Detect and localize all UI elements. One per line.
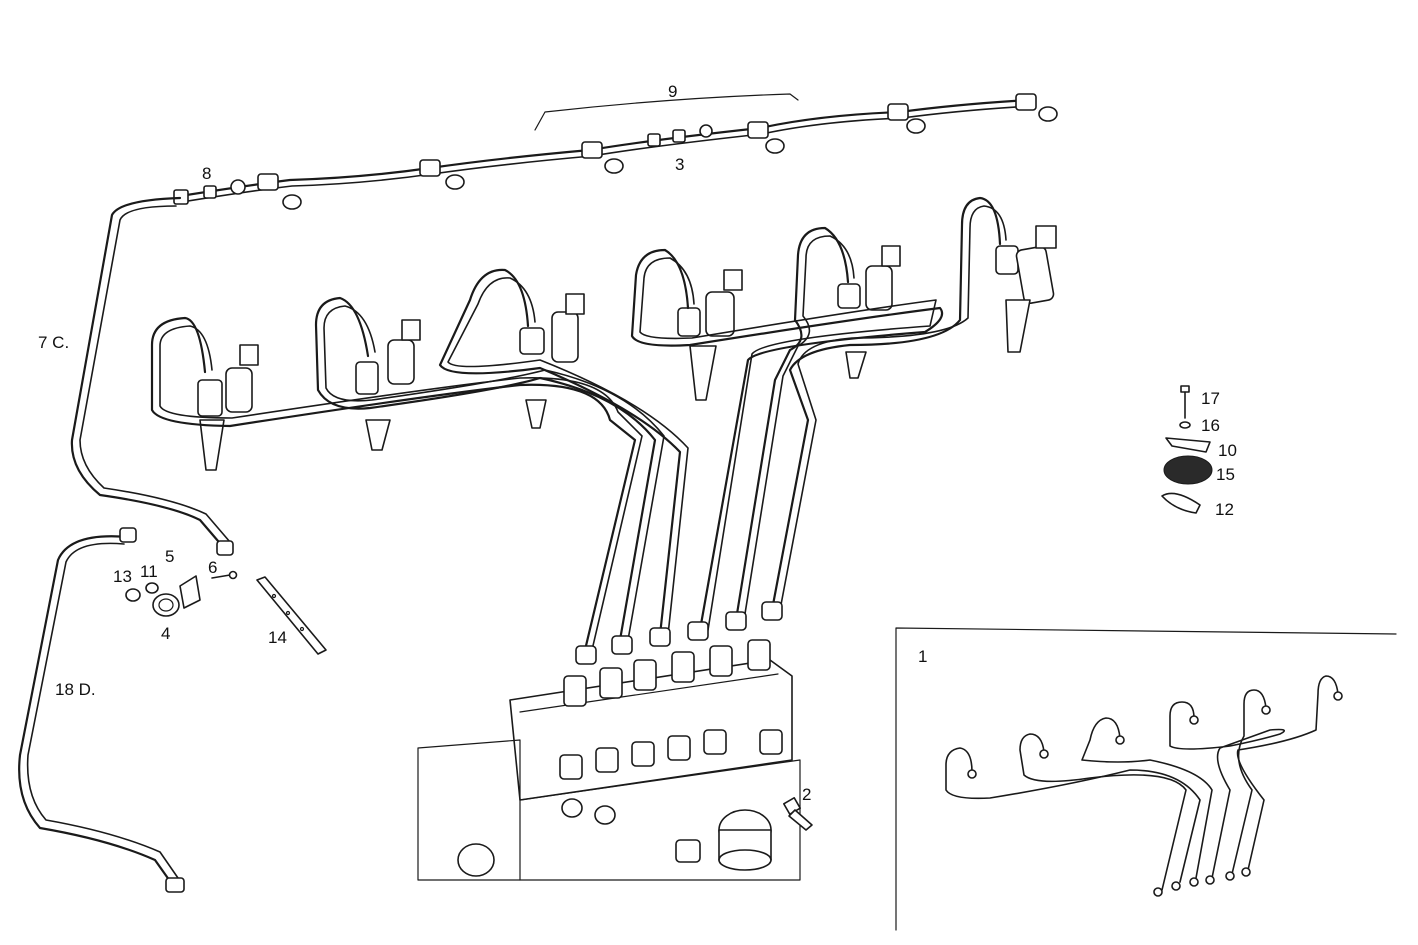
callout-9: 9: [668, 82, 677, 101]
injection-lines: [150, 196, 1007, 665]
callout-12: 12: [1215, 500, 1234, 519]
washer-11: [145, 582, 159, 594]
return-pipe-7c: [70, 196, 226, 550]
callout-18d: 18 D.: [55, 680, 96, 699]
banjo-fitting: [419, 159, 465, 190]
callout-4: 4: [161, 624, 170, 643]
callout-8: 8: [202, 164, 211, 183]
washer-16: [1179, 421, 1191, 429]
screw-17: [1180, 385, 1190, 419]
injection-pump: [417, 639, 801, 881]
pipe-nut: [165, 877, 185, 893]
callout-6: 6: [208, 558, 217, 577]
callout-3: 3: [675, 155, 684, 174]
leader-9: [534, 93, 799, 131]
callout-13: 13: [113, 567, 132, 586]
inset-assembly-1: [895, 627, 1397, 931]
callout-11: 11: [140, 562, 158, 581]
injector-6: [995, 225, 1057, 353]
banjo-fitting: [257, 173, 302, 210]
screw-6: [211, 570, 238, 580]
filter-cap: [718, 809, 772, 871]
callout-7c: 7 C.: [38, 333, 69, 352]
callout-1: 1: [918, 647, 927, 666]
callout-2: 2: [802, 785, 811, 804]
bolt-2: [783, 797, 813, 831]
banjo-fitting: [1015, 93, 1058, 122]
callout-16: 16: [1201, 416, 1220, 435]
bracket-12: [1161, 492, 1201, 514]
tube-14: [256, 576, 327, 655]
bracket-5: [179, 575, 201, 609]
leak-off-return-line: [173, 93, 1058, 210]
injector-1: [197, 344, 259, 471]
injector-3: [519, 293, 585, 429]
banjo-fitting: [887, 103, 926, 134]
callout-5: 5: [165, 547, 174, 566]
nut-13: [125, 588, 141, 602]
callout-15: 15: [1216, 465, 1235, 484]
callout-17: 17: [1201, 389, 1220, 408]
callout-14: 14: [268, 628, 287, 647]
pipe-nut: [119, 527, 137, 543]
pipe-nut: [216, 540, 234, 556]
banjo-fitting: [581, 141, 624, 174]
pump-outlet-unions: [563, 639, 771, 707]
plate-10: [1165, 437, 1211, 453]
injector-2: [355, 319, 421, 451]
damper-15: [1163, 455, 1213, 485]
callout-10: 10: [1218, 441, 1237, 460]
injector-5: [837, 245, 901, 379]
pipe-18d: [18, 535, 174, 886]
clamp-4: [152, 593, 180, 617]
banjo-fitting: [747, 121, 785, 154]
